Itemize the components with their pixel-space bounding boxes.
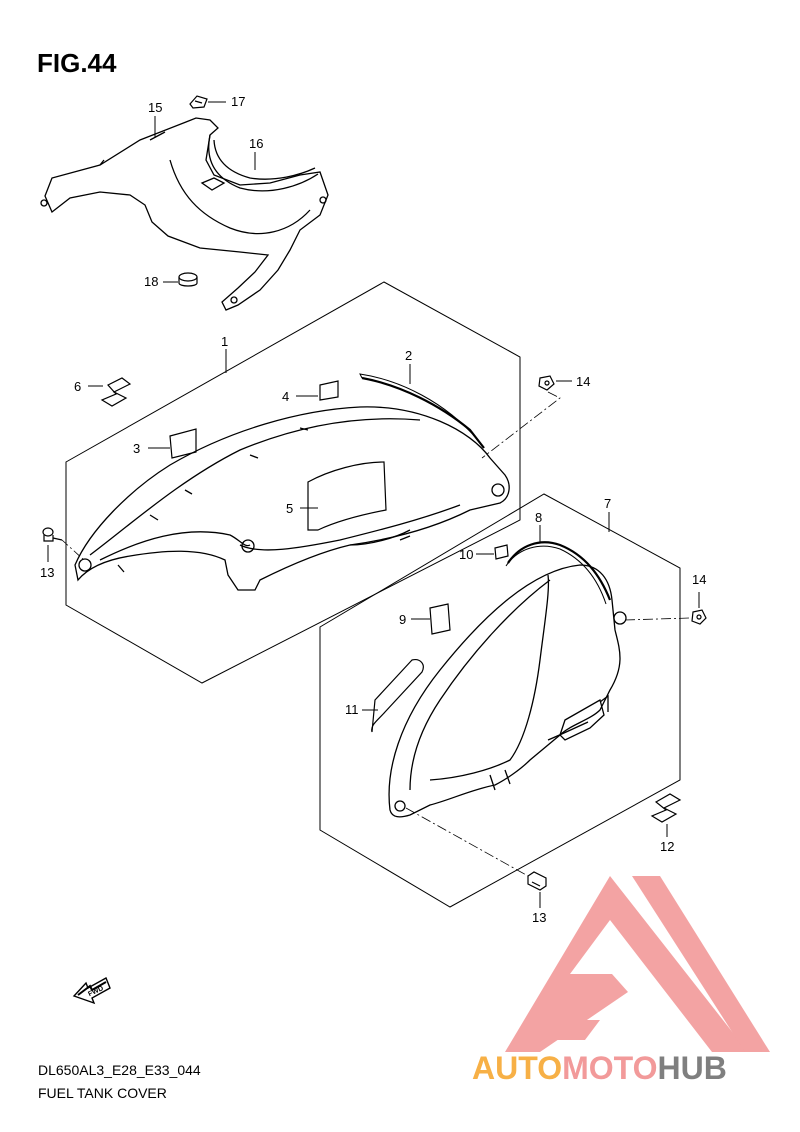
callout-7: 7 <box>604 496 611 511</box>
part-12-emblem <box>650 793 682 823</box>
callout-14a: 14 <box>576 374 590 389</box>
part-13-bolt-bottom <box>527 871 547 891</box>
part-7-tank-cover <box>388 564 627 818</box>
figure-caption: FUEL TANK COVER <box>38 1085 167 1101</box>
part-15-upper-cover <box>40 117 329 311</box>
callout-1: 1 <box>221 334 228 349</box>
part-14-nut-upper <box>538 375 555 391</box>
part-11-pad <box>371 659 424 733</box>
assembly-1-frame <box>65 281 521 684</box>
callout-5: 5 <box>286 501 293 516</box>
callout-14b: 14 <box>692 572 706 587</box>
brand-part-moto: MOTO <box>562 1050 658 1086</box>
part-2-edge-trim <box>361 376 485 449</box>
part-9-pad <box>429 603 451 635</box>
callout-16: 16 <box>249 136 263 151</box>
fwd-arrow-icon: FWD <box>72 977 111 1005</box>
part-5-panel <box>307 461 387 531</box>
callout-6: 6 <box>74 379 81 394</box>
part-13-bolt-left <box>42 527 63 542</box>
part-4-pad <box>319 380 339 401</box>
part-18-grommet <box>178 272 198 287</box>
part-14-nut-right <box>691 609 707 625</box>
callout-18: 18 <box>144 274 158 289</box>
model-code: DL650AL3_E28_E33_044 <box>38 1062 201 1078</box>
callout-15: 15 <box>148 100 162 115</box>
callout-10: 10 <box>459 547 473 562</box>
figure-title: FIG.44 <box>37 48 117 78</box>
part-3-pad <box>169 428 197 459</box>
callout-9: 9 <box>399 612 406 627</box>
callout-17: 17 <box>231 94 245 109</box>
assembly-7-frame <box>319 493 681 908</box>
watermark-brand: AUTOMOTOHUB <box>472 1050 727 1087</box>
callout-13a: 13 <box>40 565 54 580</box>
part-10-pad <box>494 544 509 560</box>
callout-11: 11 <box>345 702 359 717</box>
watermark-logo <box>505 876 770 1052</box>
callout-2: 2 <box>405 348 412 363</box>
part-6-emblem <box>100 377 132 407</box>
callout-13b: 13 <box>532 910 546 925</box>
brand-part-hub: HUB <box>657 1050 727 1086</box>
callout-8: 8 <box>535 510 542 525</box>
part-17-clip <box>189 95 208 109</box>
callout-3: 3 <box>133 441 140 456</box>
callout-12: 12 <box>660 839 674 854</box>
part-1-tank-cover <box>74 406 510 591</box>
callout-4: 4 <box>282 389 289 404</box>
brand-part-auto: AUTO <box>472 1050 563 1086</box>
part-8-edge-trim <box>507 541 612 601</box>
